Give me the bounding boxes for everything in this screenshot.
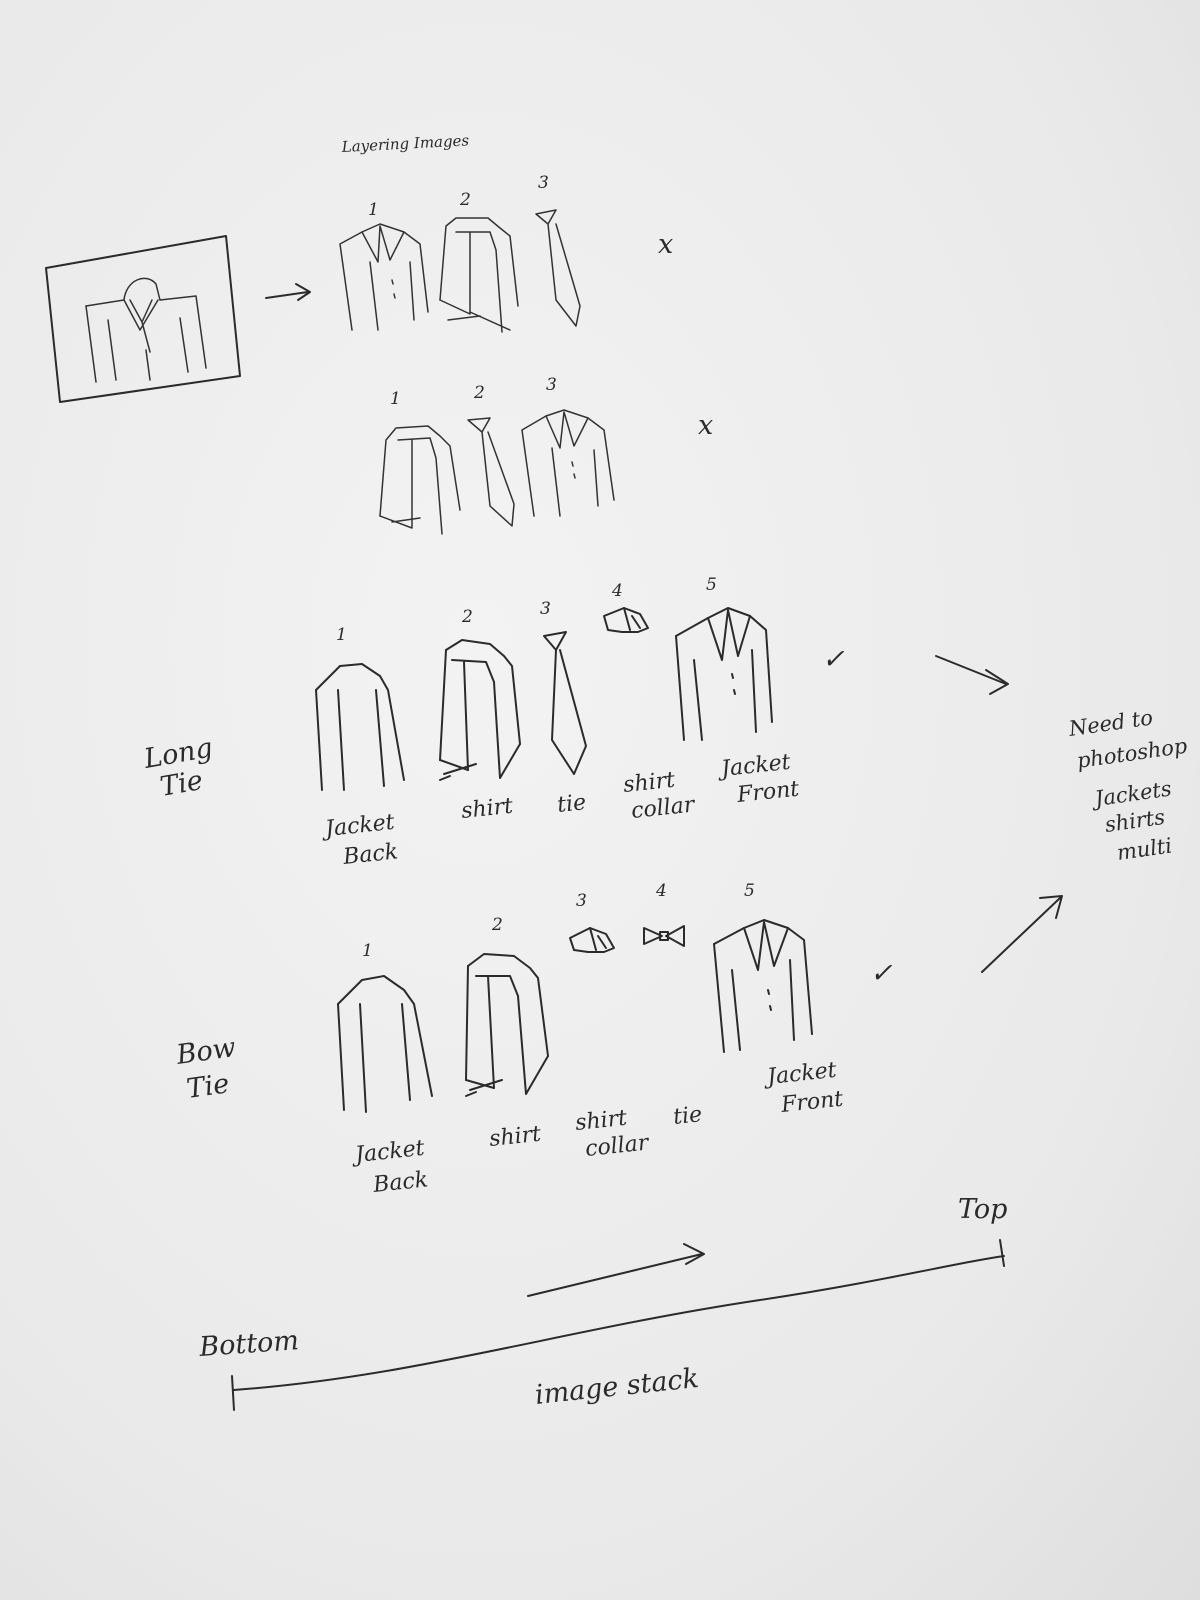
row2-long-tie bbox=[467, 417, 515, 527]
bow-tie-number-4: 4 bbox=[655, 881, 667, 901]
arrow-right bbox=[265, 283, 311, 301]
bow-tie-number-2: 2 bbox=[491, 915, 503, 935]
bow-tie-accept-mark: ✓ bbox=[870, 958, 893, 989]
bow-tie-label-5-line2: Front bbox=[779, 1087, 844, 1118]
note-line-2: photoshop bbox=[1075, 734, 1188, 773]
long-tie-label-4-line1: shirt bbox=[622, 768, 676, 798]
row2-shirt bbox=[379, 425, 461, 535]
row1-reject-mark: x bbox=[658, 229, 673, 260]
bow-tie-number-5: 5 bbox=[744, 881, 755, 901]
note-line-5: multi bbox=[1115, 833, 1173, 864]
bow-tie-label-line2: Tie bbox=[185, 1068, 232, 1105]
bow-tie-number-3: 3 bbox=[576, 891, 587, 911]
row1-long-tie bbox=[535, 209, 581, 327]
long-tie-label-5-line2: Front bbox=[735, 777, 800, 808]
long-tie-shirt bbox=[439, 639, 521, 781]
bow-tie-label-1-line2: Back bbox=[371, 1167, 429, 1198]
long-tie-arrow bbox=[935, 655, 1009, 695]
bow-tie-shirt-collar bbox=[569, 927, 615, 953]
bow-tie-jacket-front bbox=[713, 919, 813, 1053]
bow-tie-bowtie bbox=[643, 925, 685, 947]
row1-number-1: 1 bbox=[368, 200, 379, 220]
long-tie-jacket-back bbox=[315, 663, 405, 791]
bow-tie-label-3-line2: collar bbox=[584, 1130, 651, 1162]
photo-frame bbox=[45, 235, 241, 403]
long-tie-label-4-line2: collar bbox=[630, 792, 697, 824]
long-tie-label-1-line2: Back bbox=[341, 839, 399, 870]
bow-tie-label-4: tie bbox=[672, 1102, 703, 1130]
long-tie-tie bbox=[543, 631, 587, 775]
row1-jacket-front bbox=[339, 223, 429, 331]
stack-caption: image stack bbox=[533, 1363, 700, 1411]
long-tie-label-1: Jacket Back bbox=[320, 810, 399, 870]
long-tie-accept-mark: ✓ bbox=[822, 644, 845, 675]
bow-tie-label-3-line1: shirt bbox=[574, 1106, 628, 1136]
row2-number-3: 3 bbox=[546, 375, 557, 395]
row2-reject-mark: x bbox=[698, 410, 713, 441]
long-tie-shirt-collar bbox=[603, 607, 649, 633]
stack-top-label: Top bbox=[958, 1194, 1007, 1225]
long-tie-label-line2: Tie bbox=[158, 765, 205, 803]
row2-number-1: 1 bbox=[390, 389, 401, 409]
bow-tie-label-5: Jacket Front bbox=[762, 1058, 844, 1118]
note-line-4: shirts bbox=[1103, 805, 1166, 837]
bow-tie-label-3: shirt collar bbox=[574, 1106, 651, 1162]
row1-number-3: 3 bbox=[538, 173, 549, 193]
long-tie-label-1-line1: Jacket bbox=[320, 810, 396, 843]
note-line-1: Need to bbox=[1066, 705, 1154, 741]
bow-tie-number-1: 1 bbox=[362, 941, 373, 961]
long-tie-number-3: 3 bbox=[540, 599, 551, 619]
attempt-row-2: 1 2 3 x bbox=[379, 375, 713, 535]
row1-number-2: 2 bbox=[459, 190, 471, 210]
row1-shirt bbox=[439, 217, 519, 333]
long-tie-number-2: 2 bbox=[461, 607, 473, 627]
long-tie-label-5: Jacket Front bbox=[716, 750, 800, 808]
long-tie-number-1: 1 bbox=[336, 625, 347, 645]
bow-tie-jacket-back bbox=[337, 975, 433, 1113]
stack-axis-line bbox=[231, 1239, 1005, 1411]
bow-tie-stack: Bow Tie 1 2 3 4 5 bbox=[174, 881, 1063, 1198]
long-tie-number-4: 4 bbox=[611, 581, 623, 601]
bow-tie-label-1: Jacket Back bbox=[350, 1136, 429, 1198]
original-suit-photo bbox=[45, 235, 241, 403]
row2-number-2: 2 bbox=[473, 383, 485, 403]
long-tie-label-4: shirt collar bbox=[622, 768, 697, 824]
stack-direction-arrow bbox=[527, 1243, 705, 1297]
long-tie-number-5: 5 bbox=[706, 575, 717, 595]
bow-tie-label-1-line1: Jacket bbox=[350, 1136, 426, 1169]
bow-tie-label-5-line1: Jacket bbox=[762, 1058, 838, 1091]
long-tie-jacket-front bbox=[675, 607, 773, 741]
sketch-title: Layering Images bbox=[340, 131, 470, 156]
row2-jacket-front bbox=[521, 409, 615, 517]
long-tie-label-3: tie bbox=[556, 790, 587, 818]
bow-tie-shirt bbox=[465, 953, 549, 1097]
long-tie-stack: Long Tie 1 2 3 4 5 bbox=[141, 575, 1009, 870]
attempt-row-1: 1 2 3 x bbox=[339, 173, 673, 333]
photoshop-note: Need to photoshop Jackets shirts multi bbox=[1066, 705, 1188, 865]
image-stack-axis: Bottom Top image stack bbox=[197, 1194, 1007, 1411]
stack-bottom-label: Bottom bbox=[197, 1325, 300, 1363]
suit-illustration bbox=[85, 277, 207, 383]
long-tie-label-2: shirt bbox=[460, 794, 514, 824]
bow-tie-label-2: shirt bbox=[488, 1122, 542, 1152]
bow-tie-label-line1: Bow bbox=[174, 1032, 238, 1071]
bow-tie-arrow bbox=[981, 895, 1063, 973]
